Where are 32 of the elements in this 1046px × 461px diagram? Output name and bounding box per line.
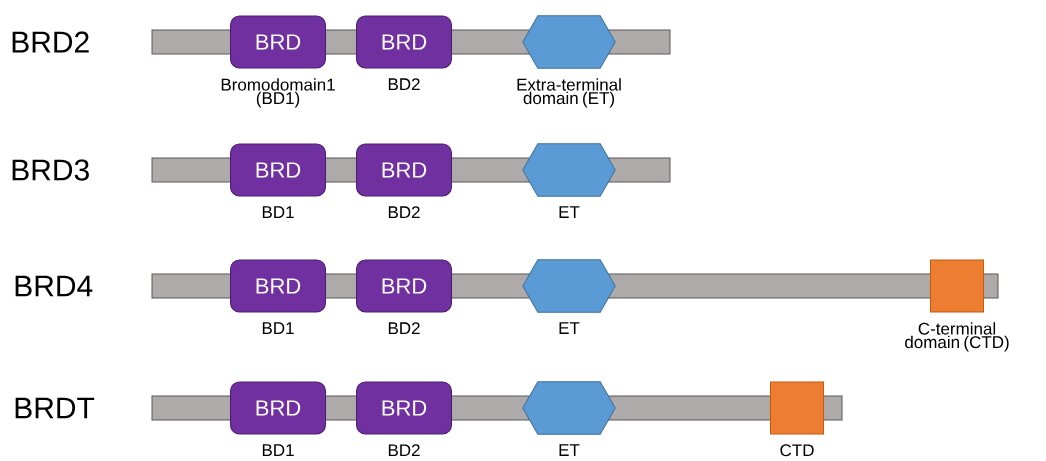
bromodomain-box: BRD (230, 259, 326, 313)
domain-label: Bromodomain1 (BD1) (221, 78, 335, 108)
domain-label: BD2 (388, 206, 420, 219)
bromodomain-box: BRD (356, 259, 452, 313)
domain-label: ET (559, 322, 580, 334)
bromodomain-box: BRD (356, 381, 452, 435)
domain-label: ET (559, 206, 580, 218)
domain-label: C-terminal domain (CTD) (905, 322, 1009, 352)
domain-label: BD2 (388, 322, 420, 335)
protein-name: BRD3 (12, 159, 89, 181)
bromodomain-box: BRD (356, 143, 452, 197)
domain-label: ET (559, 444, 580, 456)
bromodomain-box: BRD (356, 15, 452, 69)
domain-label: CTD (780, 444, 814, 457)
domain-label: BD1 (262, 322, 294, 334)
protein-name: BRDT (15, 397, 95, 419)
protein-name: BRD2 (12, 31, 89, 53)
domain-label: BD1 (262, 444, 294, 456)
domain-label: BD2 (388, 78, 420, 91)
c-terminal-square (930, 259, 984, 313)
domain-label: BD2 (388, 444, 420, 457)
extra-terminal-hexagon (522, 259, 616, 313)
protein-name: BRD4 (15, 275, 93, 297)
c-terminal-square (770, 381, 824, 435)
bromodomain-box: BRD (230, 381, 326, 435)
domain-label: BD1 (262, 206, 294, 218)
extra-terminal-hexagon (522, 143, 616, 197)
extra-terminal-hexagon (522, 15, 616, 69)
bromodomain-box: BRD (230, 143, 326, 197)
extra-terminal-hexagon (522, 381, 616, 435)
bromodomain-box: BRD (230, 15, 326, 69)
domain-label: Extra-terminal domain (ET) (517, 78, 621, 108)
